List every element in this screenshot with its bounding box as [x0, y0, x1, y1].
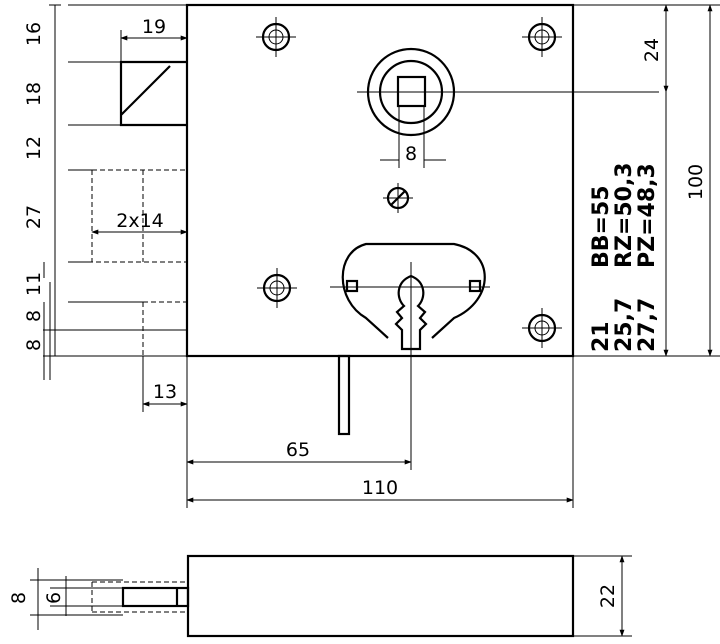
- side-case: [186, 554, 575, 638]
- front-view: [91, 3, 659, 470]
- dim-spindle-8: 8: [405, 143, 417, 165]
- dim-27: 27: [23, 205, 45, 229]
- lock-case: [185, 3, 575, 358]
- dim-18: 18: [23, 82, 45, 106]
- screw-hole-top-right: [522, 17, 562, 57]
- hidden-bolt-lines: [91, 169, 187, 356]
- dim-110: 110: [362, 477, 398, 499]
- dim-11: 11: [23, 272, 45, 296]
- dim-2x14: 2x14: [116, 210, 164, 232]
- dim-13: 13: [153, 381, 177, 403]
- dim-12: 12: [23, 136, 45, 160]
- dim-100: 100: [685, 164, 707, 200]
- dim-19: 19: [142, 16, 166, 38]
- dim-25-7: 25,7: [612, 298, 637, 352]
- dim-27-7: 27,7: [635, 298, 660, 352]
- dim-24: 24: [641, 38, 663, 62]
- bolt-tongue: [337, 354, 351, 436]
- side-dim-6: 6: [43, 592, 65, 604]
- latch-bolt: [119, 60, 187, 127]
- keyhole-plate: [330, 242, 490, 470]
- dim-65: 65: [286, 439, 310, 461]
- spec-rz: RZ=50,3: [612, 162, 637, 268]
- side-dim-8: 8: [8, 592, 30, 604]
- handle-follower: [357, 47, 659, 168]
- screw-hole-bottom-right: [522, 308, 562, 348]
- dim-21: 21: [589, 321, 614, 352]
- dim-8-b: 8: [23, 339, 45, 351]
- dim-16: 16: [23, 22, 45, 46]
- bottom-dimensions: 65 110 8: [186, 143, 574, 508]
- side-bolt: [121, 586, 190, 608]
- screw-hole-top-left: [256, 17, 296, 57]
- dim-8-a: 8: [23, 310, 45, 322]
- side-dim-22: 22: [597, 584, 619, 608]
- right-dimensions: 24 100 BB=55 RZ=50,3 PZ=48,3 21 25,7 27,…: [573, 4, 720, 357]
- spec-bb: BB=55: [589, 185, 614, 268]
- screw-hole-bottom-left: [257, 268, 297, 308]
- left-dimensions: 16 18 12 27 11 8 8 19 2x14 13: [23, 4, 188, 412]
- spec-pz: PZ=48,3: [635, 163, 660, 268]
- side-view: 8 6 22: [8, 554, 632, 638]
- small-screw: [383, 183, 413, 213]
